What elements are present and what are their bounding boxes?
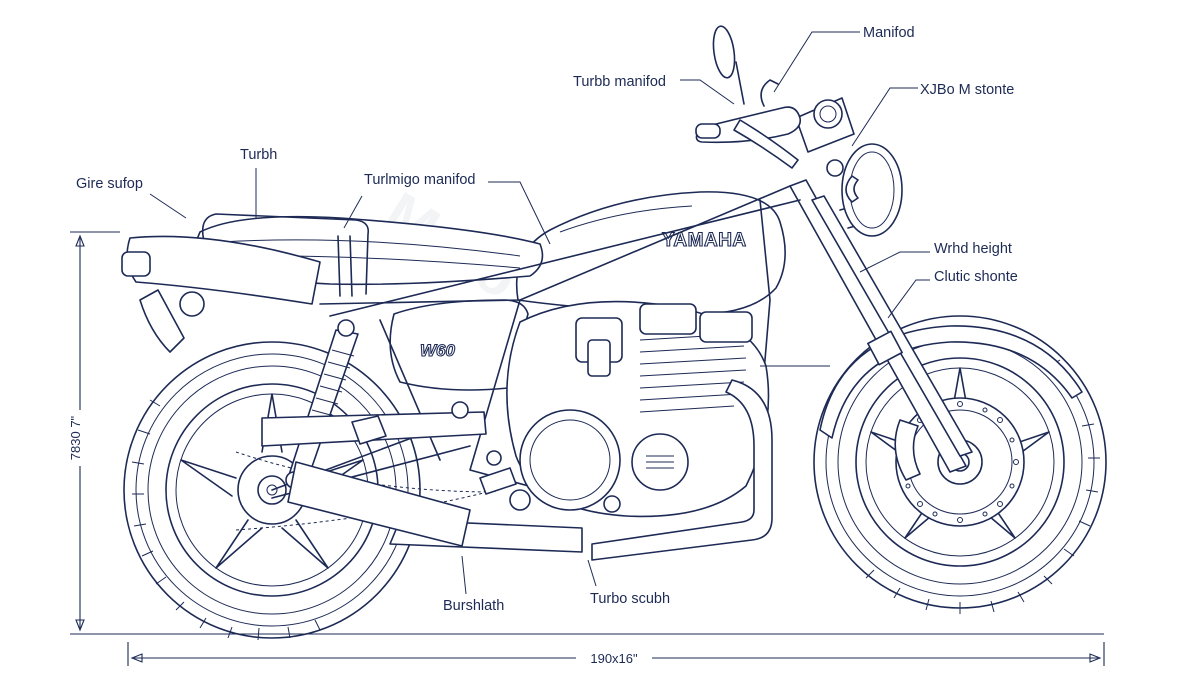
side-cover: W60 [389,299,529,391]
label-turbo-scubh: Turbo scubh [590,591,670,607]
front-forks [789,179,973,473]
tail-section [121,235,321,353]
clutch-cover [519,409,621,511]
label-bursh: Burshlath [443,598,504,614]
rear-footpeg [351,415,387,445]
length-value: 190x16" [590,651,638,666]
grab-rail [201,213,370,295]
label-turbh: Turbh [240,147,277,163]
label-turbimigo: Turlmigo manifod [364,172,475,188]
brake-pedal [479,467,517,495]
label-gire: Gire sufop [76,176,143,192]
height-dimension: 7830 7" [60,231,120,635]
exhaust [287,379,773,561]
label-xjbo: XJBo M stonte [920,82,1014,98]
brand-badge: YAMAHA [662,230,747,251]
cylinder-fins [639,333,747,413]
height-value: 7830 7" [68,415,83,460]
label-clutch-stone: Clutic shonte [934,269,1018,285]
callout-labels: Manifod Turbb manifod XJBo M stonte Turb… [76,25,1018,614]
model-badge: W60 [420,341,456,360]
label-manifold-top: Manifod [863,25,915,41]
leader-lines [149,31,930,595]
fuel-tank: YAMAHA [515,191,786,315]
length-dimension: 190x16" [70,633,1105,668]
label-turbo-manifold: Turbb manifod [573,74,666,90]
instrument-cluster [795,97,855,153]
handlebar [695,79,802,169]
engine [451,300,770,518]
label-wrhd-height: Wrhd height [934,241,1012,257]
mirror [712,25,745,105]
brake-caliper [894,419,921,481]
headlight [826,143,903,237]
carburetor [575,317,623,377]
